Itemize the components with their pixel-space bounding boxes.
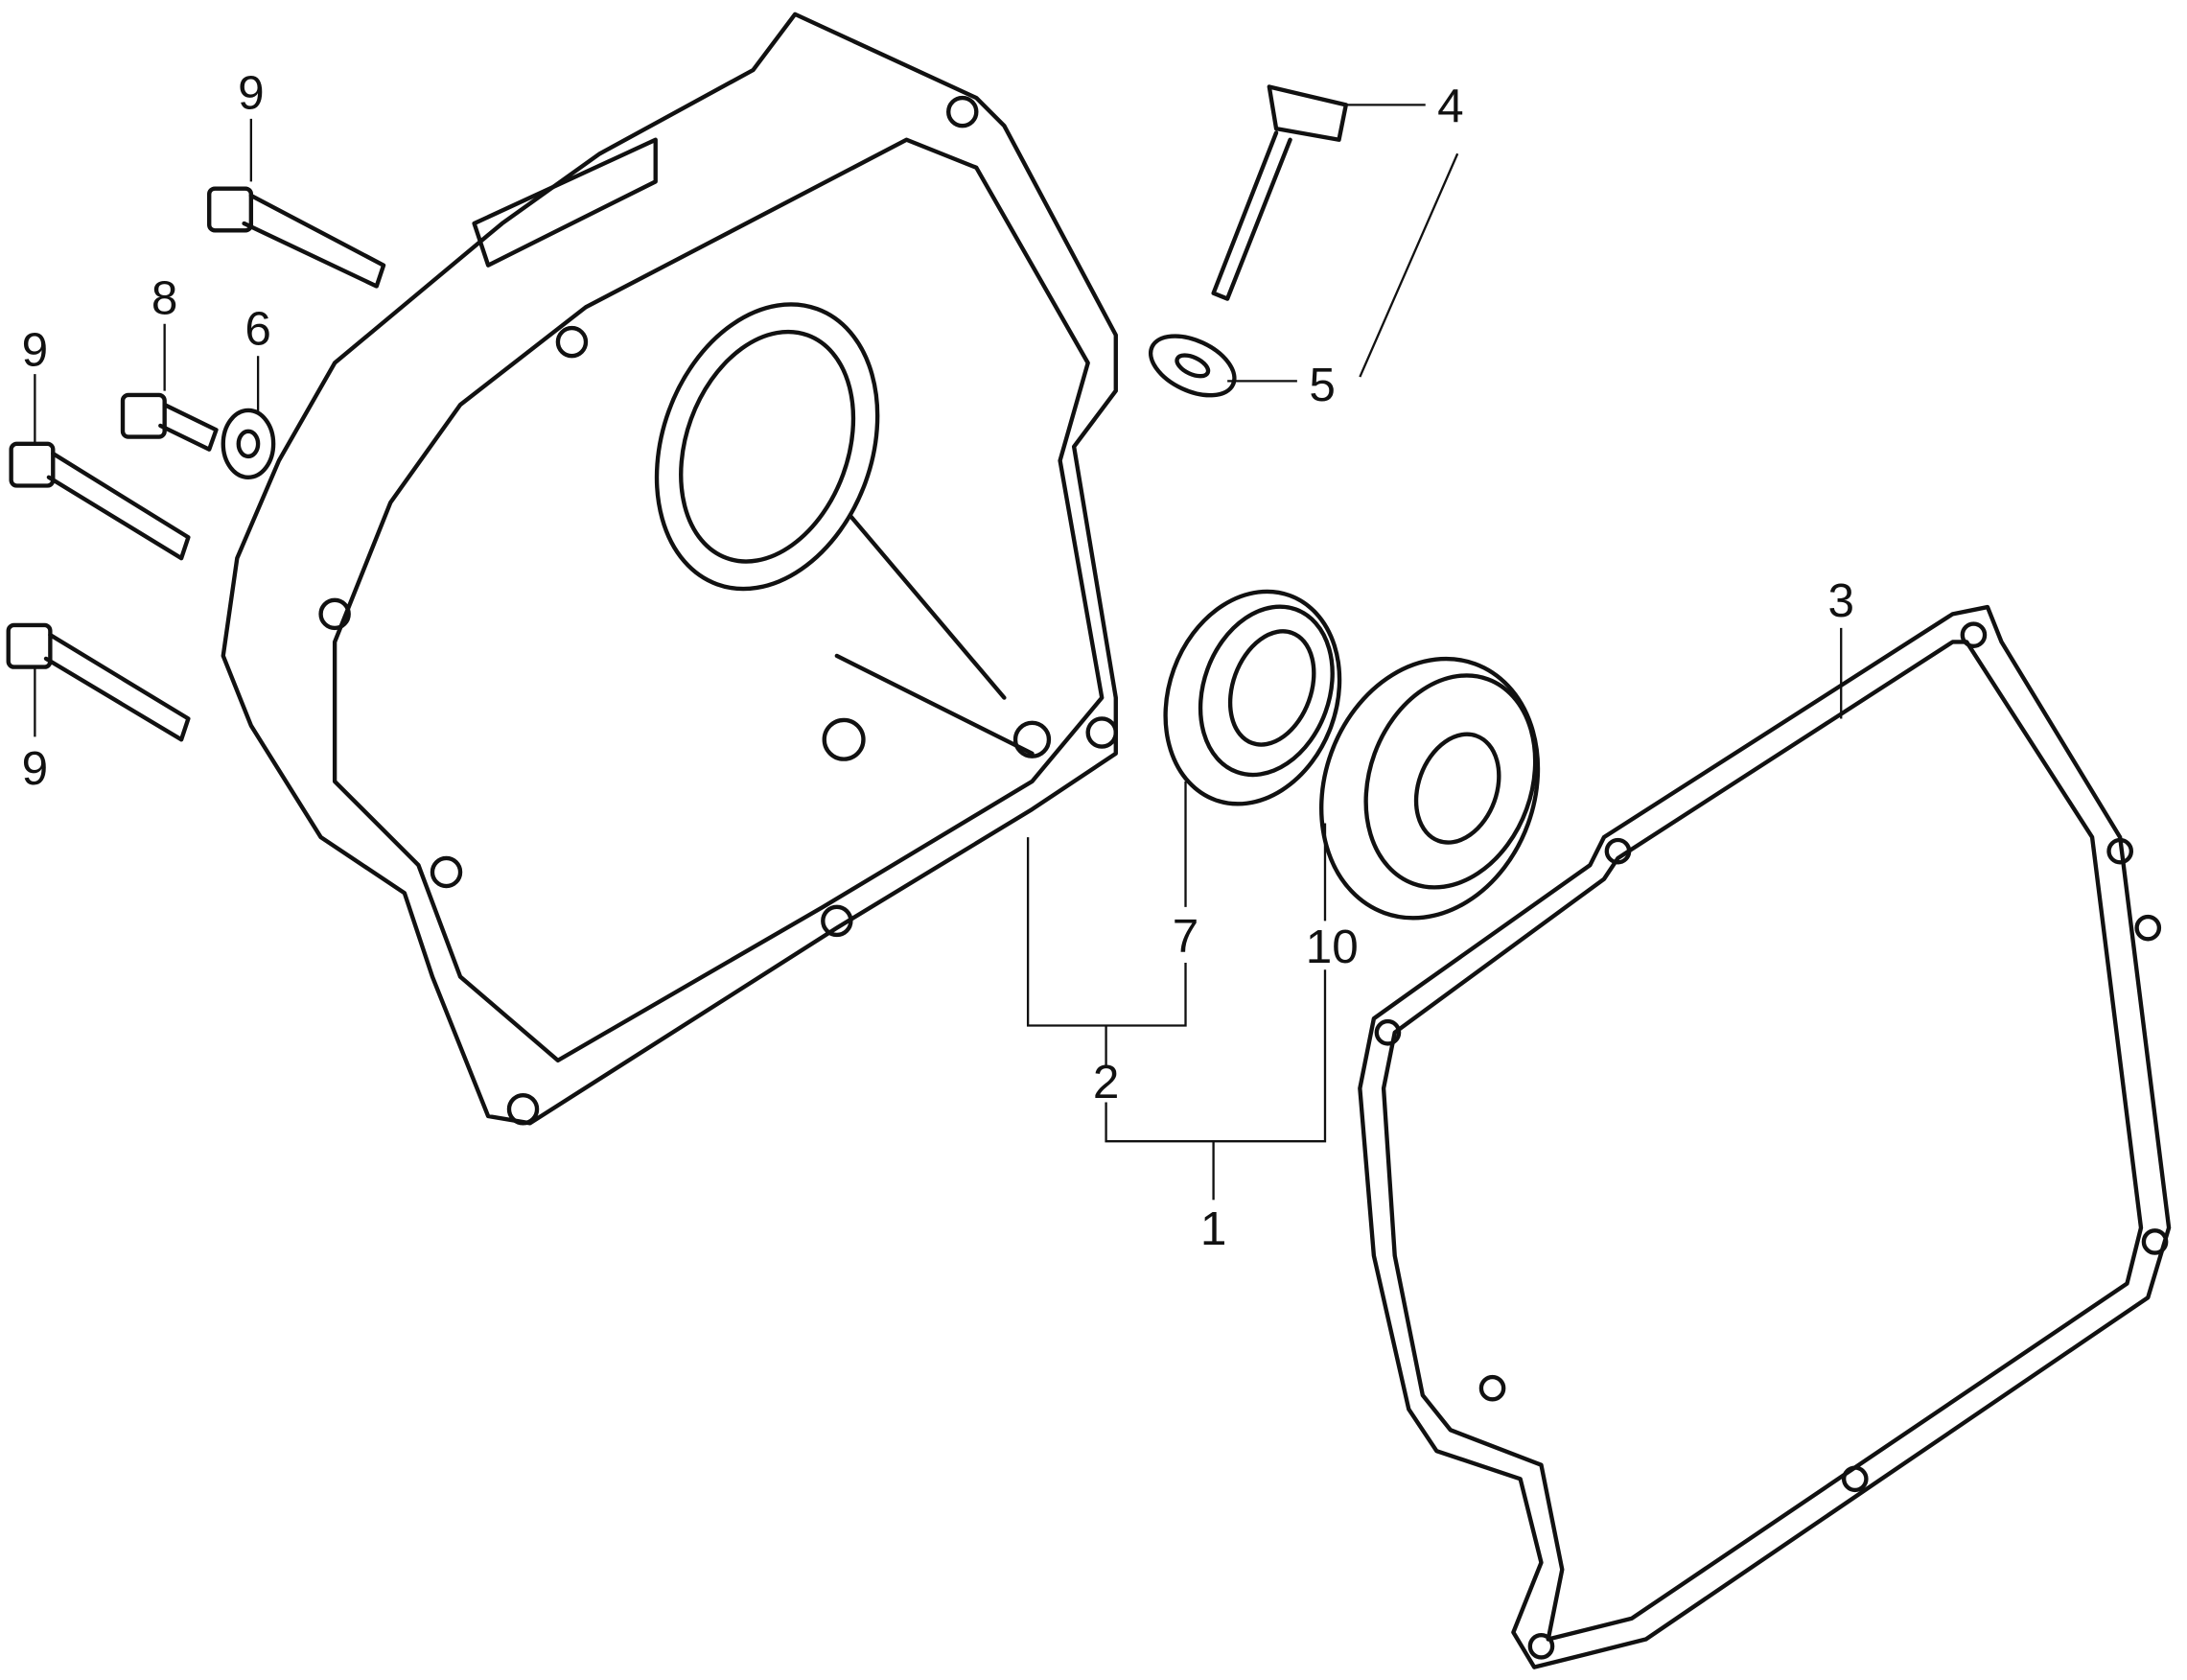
callout-9-top: 9 bbox=[238, 67, 265, 120]
bolt-mid bbox=[9, 441, 191, 561]
callout-10: 10 bbox=[1306, 921, 1359, 973]
flange-bolt bbox=[120, 392, 219, 452]
dipstick bbox=[1211, 84, 1348, 301]
callout-8: 8 bbox=[151, 272, 178, 325]
dipstick-washer bbox=[1148, 334, 1237, 398]
bolt-top bbox=[207, 186, 386, 289]
bolt-bottom bbox=[6, 622, 191, 742]
leader-lines bbox=[34, 104, 1843, 1201]
washer bbox=[221, 408, 276, 479]
callout-7: 7 bbox=[1173, 909, 1199, 962]
crankcase-cover bbox=[221, 12, 1118, 1126]
bearing bbox=[1319, 656, 1541, 921]
callout-9-mid: 9 bbox=[22, 323, 49, 376]
oil-seal bbox=[1163, 589, 1342, 806]
callout-4: 4 bbox=[1437, 80, 1464, 132]
callout-9-bottom: 9 bbox=[22, 742, 49, 795]
gasket bbox=[1358, 604, 2172, 1669]
callout-5: 5 bbox=[1309, 359, 1336, 411]
callout-2: 2 bbox=[1093, 1056, 1120, 1108]
callout-6: 6 bbox=[244, 303, 271, 356]
callout-1: 1 bbox=[1200, 1202, 1227, 1255]
callout-3: 3 bbox=[1827, 574, 1854, 627]
